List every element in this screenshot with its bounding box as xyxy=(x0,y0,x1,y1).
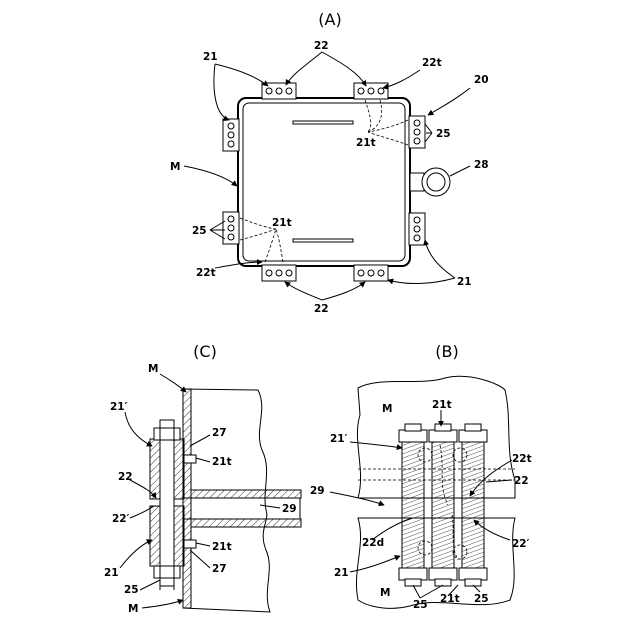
label-b-25-left: 25 xyxy=(413,599,428,611)
label-c-21t-bottom: 21t xyxy=(212,541,232,553)
label-c-29: 29 xyxy=(282,503,297,515)
bolt-25 xyxy=(160,428,174,584)
panel-c-title: (C) xyxy=(193,342,217,361)
port-28 xyxy=(410,168,450,196)
label-c-M-top: M xyxy=(148,363,158,375)
label-b-M-bottom: M xyxy=(380,587,390,599)
bolt-b-3 xyxy=(459,424,487,586)
label-a-22t-bottom: 22t xyxy=(196,267,216,279)
label-c-25: 25 xyxy=(124,584,139,596)
label-a-25-left: 25 xyxy=(192,225,207,237)
label-b-22prime: 22′ xyxy=(512,538,530,550)
panel-b: (B) xyxy=(310,342,532,611)
label-b-21t-bottom: 21t xyxy=(440,593,460,605)
tab-bottom-right xyxy=(354,265,388,281)
tab-top-right xyxy=(354,83,388,99)
tab-bottom-left xyxy=(262,265,296,281)
label-a-22t-top: 22t xyxy=(422,57,442,69)
label-a-M: M xyxy=(170,161,180,173)
label-a-21t-bottom: 21t xyxy=(272,217,292,229)
label-a-28: 28 xyxy=(474,159,489,171)
label-c-M-bottom: M xyxy=(128,603,138,615)
label-b-M-top: M xyxy=(382,403,392,415)
label-b-25-right: 25 xyxy=(474,593,489,605)
tab-left-top xyxy=(223,119,239,151)
label-a-21t-top: 21t xyxy=(356,137,376,149)
label-a-21: 21 xyxy=(203,51,218,63)
bolt-b-2 xyxy=(429,424,457,586)
label-b-22t: 22t xyxy=(512,453,532,465)
label-c-21t-top: 21t xyxy=(212,456,232,468)
label-c-22: 22 xyxy=(118,471,133,483)
label-b-22d: 22d xyxy=(362,537,384,549)
label-b-22: 22 xyxy=(514,475,529,487)
tab-right-top xyxy=(409,116,425,148)
label-c-27-top: 27 xyxy=(212,427,227,439)
box-inner xyxy=(243,103,405,261)
panel-c: (C) M 21′ xyxy=(104,342,301,615)
tab-right-bottom xyxy=(409,213,425,245)
label-a-25-right: 25 xyxy=(436,128,451,140)
label-c-27-bottom: 27 xyxy=(212,563,227,575)
label-a-22-bottom: 22 xyxy=(314,303,329,315)
label-b-21prime: 21′ xyxy=(330,433,348,445)
label-c-21: 21 xyxy=(104,567,119,579)
panel-a-title: (A) xyxy=(318,10,341,29)
label-a-22-top: 22 xyxy=(314,40,329,52)
panel-a: (A) xyxy=(170,10,489,315)
wall-m xyxy=(183,389,300,612)
label-a-21-bottom: 21 xyxy=(457,276,472,288)
label-a-20: 20 xyxy=(474,74,489,86)
label-b-29: 29 xyxy=(310,485,325,497)
label-b-21t-top: 21t xyxy=(432,399,452,411)
slot-bottom xyxy=(293,239,353,242)
label-c-22prime: 22′ xyxy=(112,513,130,525)
tab-left-bottom xyxy=(223,212,239,244)
panel-b-title: (B) xyxy=(435,342,458,361)
slot-top xyxy=(293,121,353,124)
label-c-21prime: 21′ xyxy=(110,401,128,413)
label-b-21: 21 xyxy=(334,567,349,579)
